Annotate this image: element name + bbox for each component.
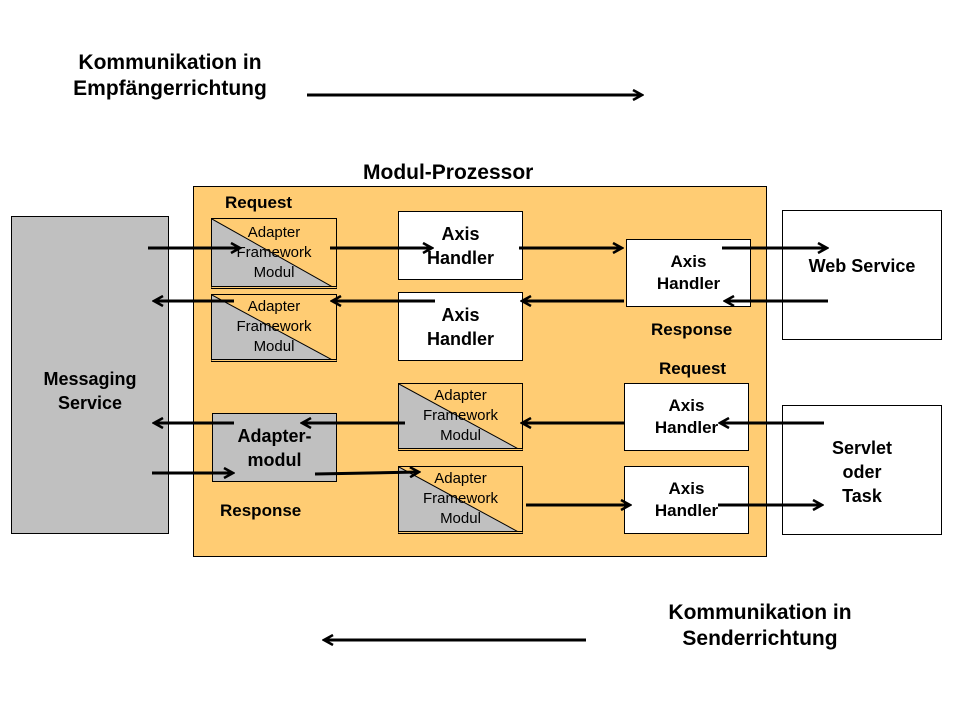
afm-line: Modul: [253, 263, 295, 281]
diagonal-split-shape: [399, 467, 518, 531]
servlet-line-3: Task: [842, 486, 882, 506]
axis-handler-line: Axis: [441, 223, 480, 244]
afm-line: Framework: [422, 490, 498, 507]
messaging-service-line-2: Service: [57, 393, 123, 413]
axis-handler-line: Handler: [654, 501, 719, 520]
afm-line: Adapter: [247, 298, 301, 315]
axis-handler-line: Axis: [441, 304, 480, 325]
diagonal-split-shape: [212, 295, 332, 359]
afm-line: Modul: [253, 338, 295, 355]
module-processor-title: Modul-Prozessor: [363, 161, 534, 184]
adapter-module-box: Adapter- modul: [212, 413, 337, 482]
receiver-direction-label: Kommunikation in Empfängerrichtung: [50, 50, 290, 102]
receiver-direction-line-2: Empfängerrichtung: [73, 77, 267, 100]
request-label-top: Request: [225, 193, 293, 212]
web-service-box: Web Service: [782, 210, 942, 340]
sender-direction-line-1: Kommunikation in: [668, 601, 852, 624]
afm-line: Framework: [236, 243, 312, 261]
servlet-line-2: oder: [842, 462, 882, 482]
axis-handler-line: Axis: [668, 479, 705, 498]
sender-direction-label: Kommunikation in Senderrichtung: [640, 600, 880, 652]
axis-handler-line: Handler: [426, 328, 495, 349]
messaging-service-box: Messaging Service: [11, 216, 169, 534]
afm-line: Framework: [422, 407, 498, 424]
afm-line: Framework: [236, 318, 312, 335]
receiver-direction-line-1: Kommunikation in: [78, 51, 262, 74]
response-label-right: Response: [651, 320, 733, 339]
adapter-module-line-2: modul: [247, 449, 302, 470]
request-label-right: Request: [659, 359, 727, 378]
axis-handler-line: Handler: [656, 274, 721, 293]
afm-line: Adapter: [247, 223, 301, 241]
axis-handler-line: Handler: [426, 247, 495, 268]
response-label-bottom: Response: [220, 501, 302, 520]
adapter-module-line-1: Adapter-: [237, 425, 312, 446]
afm-line: Modul: [440, 510, 481, 527]
axis-handler-line: Axis: [668, 396, 705, 415]
afm-line: Adapter: [434, 387, 487, 404]
diagonal-split-shape: [399, 384, 518, 448]
afm-line: Modul: [440, 427, 481, 444]
sender-direction-line-2: Senderrichtung: [682, 627, 838, 650]
servlet-line-1: Servlet: [831, 438, 893, 458]
axis-handler-line: Handler: [654, 418, 719, 437]
messaging-service-line-1: Messaging: [43, 369, 137, 389]
web-service-label: Web Service: [808, 256, 916, 276]
axis-handler-line: Axis: [670, 252, 707, 271]
servlet-or-task-box: Servlet oder Task: [782, 405, 942, 535]
diagonal-split-shape: [212, 219, 332, 286]
afm-line: Adapter: [434, 470, 487, 487]
